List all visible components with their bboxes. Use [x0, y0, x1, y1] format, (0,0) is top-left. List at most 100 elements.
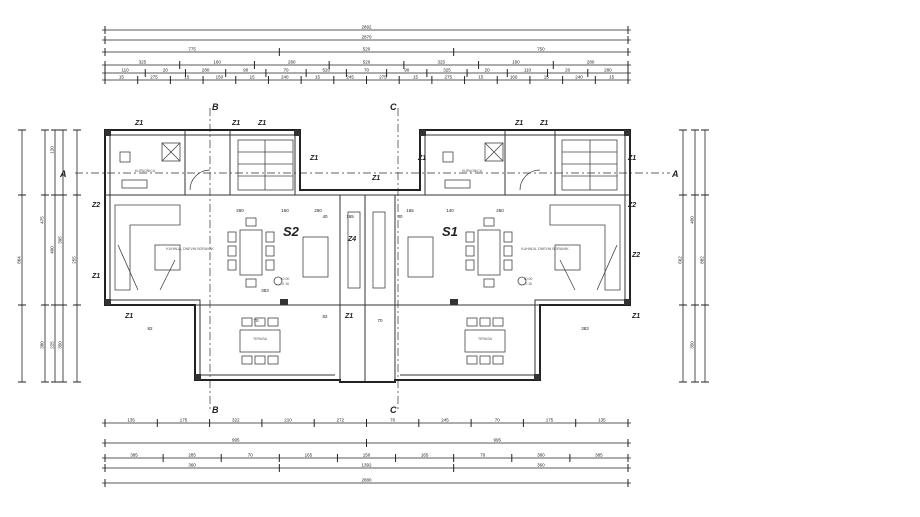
dimension-label: 520: [323, 68, 331, 73]
room-note: KUHINJA, DNEVNI BORAVAK: [521, 247, 569, 251]
inner-dimension-label: 82: [147, 326, 153, 331]
wall-type-z1: Z1: [631, 313, 640, 320]
level-marker-icon: [517, 276, 527, 286]
wall-type-z1: Z1: [344, 313, 353, 320]
dimension-label: 90: [404, 68, 410, 73]
room-note: KUHINJA, DNEVNI BORAVAK: [166, 247, 214, 251]
dimension-label: 160: [213, 60, 221, 65]
dimension-label: 2870: [361, 35, 372, 40]
dimension-label: 135: [598, 418, 606, 423]
inner-dimension-label: 383: [261, 288, 269, 293]
inner-dimension-label: 82: [322, 314, 328, 319]
dimension-label: 15: [315, 75, 321, 80]
dimension-label: 15: [184, 75, 190, 80]
dimension-label: 750: [537, 47, 545, 52]
room-note: KUPAONICA: [135, 169, 156, 173]
dimension-label: 325: [443, 68, 451, 73]
dimension-label: 70: [248, 453, 254, 458]
dimension-label: 110: [122, 68, 130, 73]
room-note: KUPAONICA: [462, 169, 483, 173]
dimension-label: 280: [288, 60, 296, 65]
inner-dimension-label: 70: [377, 318, 383, 323]
wall-type-z1: Z1: [134, 120, 143, 127]
dimension-label: 400: [50, 246, 55, 254]
dimension-label: 350: [58, 341, 63, 349]
dimension-label: 70: [364, 68, 370, 73]
dimension-label: 360: [188, 463, 196, 468]
wall-type-z1: Z1: [627, 155, 636, 162]
dimension-label: 275: [150, 75, 158, 80]
inner-dimension-label: 40: [397, 214, 403, 219]
dimension-label: 165: [305, 453, 313, 458]
dimension-label: 15: [544, 75, 550, 80]
dimension-label: 70: [390, 418, 396, 423]
dimension-label: 70: [284, 68, 290, 73]
dimension-label: 90: [243, 68, 249, 73]
inner-dimension-label: 383: [581, 326, 589, 331]
level-value: -0.16: [524, 282, 532, 286]
dimension-label: 380: [537, 453, 545, 458]
wall-type-z1: Z1: [514, 120, 523, 127]
dimension-label: 275: [379, 75, 387, 80]
section-marker-b: B: [212, 102, 219, 112]
dimension-label: 520: [363, 47, 371, 52]
wall-type-z2: Z2: [627, 202, 636, 209]
inner-dimension-label: 165: [346, 214, 354, 219]
section-marker-a: A: [671, 169, 679, 179]
dimension-label: 165: [421, 453, 429, 458]
wall-type-z1: Z1: [309, 155, 318, 162]
dimension-label: 325: [437, 60, 445, 65]
dimension-label: 385: [130, 453, 138, 458]
dimension-label: 15: [609, 75, 615, 80]
dimension-label: 520: [363, 60, 371, 65]
inner-dimension-label: 260: [496, 208, 504, 213]
unit-label-s2: S2: [283, 224, 300, 239]
dimension-label: 15: [478, 75, 484, 80]
dimension-label: 350: [690, 341, 695, 349]
dimension-label: 175: [180, 418, 188, 423]
dimension-label: 995: [232, 438, 240, 443]
dimension-label: 325: [139, 60, 147, 65]
dimension-label: 150: [216, 75, 224, 80]
dimension-label: 1392: [361, 463, 372, 468]
dimension-label: 245: [346, 75, 354, 80]
wall-type-z1: Z1: [257, 120, 266, 127]
dimension-label: 135: [127, 418, 135, 423]
dimension-label: 15: [119, 75, 125, 80]
room-note: TERASA: [478, 337, 493, 341]
level-marker-icon: [273, 276, 283, 286]
dimension-label: 864: [17, 256, 22, 264]
dimension-label: 995: [493, 438, 501, 443]
dimension-label: 20: [485, 68, 491, 73]
building-walls: [104, 129, 631, 383]
dimension-label: 120: [50, 146, 55, 154]
wall-type-z1: Z1: [371, 175, 380, 182]
dimension-label: 150: [363, 453, 371, 458]
dimension-lines: [18, 26, 709, 487]
dimension-label: 662: [678, 256, 683, 264]
wall-type-z1: Z1: [124, 313, 133, 320]
dimension-label: 20: [565, 68, 571, 73]
wall-type-z1: Z1: [539, 120, 548, 127]
dimension-label: 160: [512, 60, 520, 65]
dimension-label: 280: [202, 68, 210, 73]
terrace-right: [464, 317, 506, 365]
dimension-label: 245: [441, 418, 449, 423]
dimension-label: 280: [604, 68, 612, 73]
section-marker-a: A: [59, 169, 67, 179]
level-value: ±0.00: [524, 277, 533, 281]
dimension-label: 385: [595, 453, 603, 458]
furniture-s1: [372, 204, 621, 291]
inner-dimension-label: 40: [322, 214, 328, 219]
dimension-label: 70: [495, 418, 501, 423]
dimension-label: 160: [510, 75, 518, 80]
section-marker-c: C: [390, 405, 397, 415]
wall-type-z2: Z2: [91, 202, 100, 209]
inner-dimension-label: 150: [281, 208, 289, 213]
section-marker-c: C: [390, 102, 397, 112]
dimension-label: 280: [587, 60, 595, 65]
level-value: -0.16: [281, 282, 289, 286]
dimension-label: 255: [72, 256, 77, 264]
wall-type-z4: Z4: [347, 236, 356, 243]
